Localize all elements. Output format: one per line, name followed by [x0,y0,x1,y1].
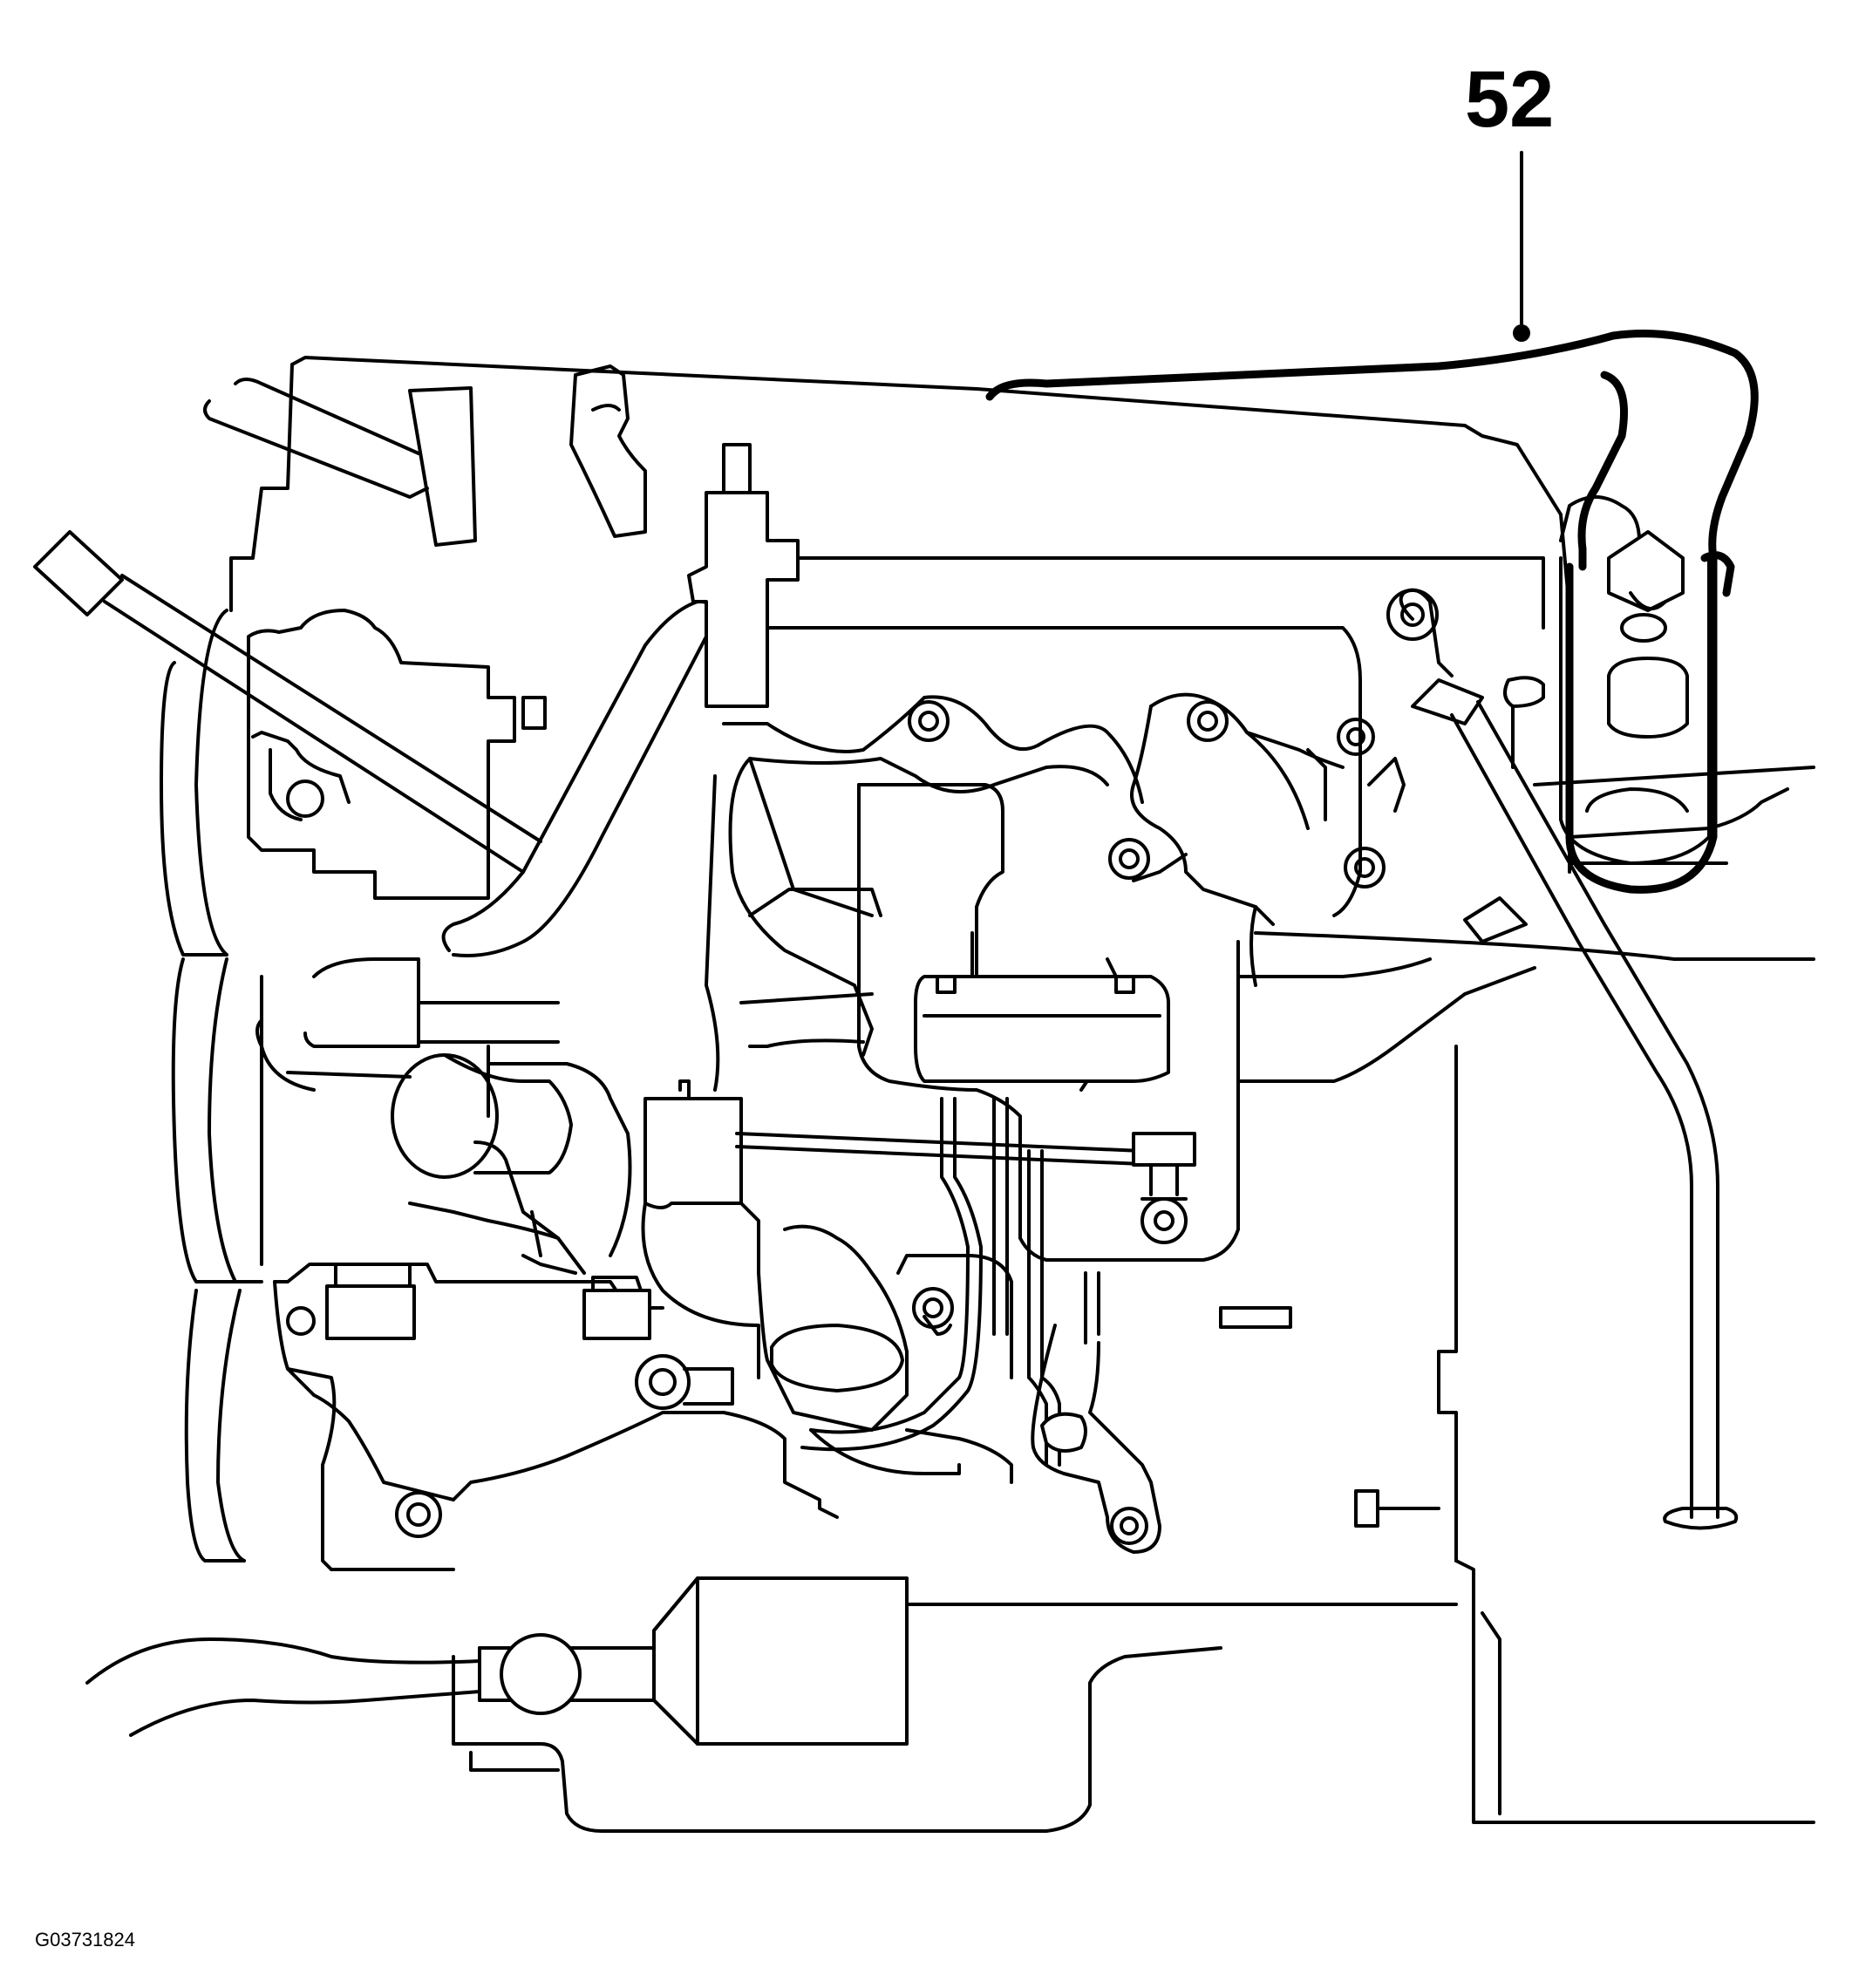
ac-compressor [255,957,632,1275]
exhaust-manifold [705,692,1386,1092]
front-pulleys [160,609,263,1562]
mount-bracket [1031,1271,1292,1554]
dipstick-left [33,530,542,874]
catalytic-converter [85,1576,909,1746]
component-52 [985,151,1759,894]
connectors-lower [325,1263,1440,1528]
figure-id: G03731824 [35,1929,135,1951]
breather-hoses [203,364,647,547]
alternator [247,609,547,900]
engine-outline [229,356,1815,1833]
oil-feed-lines [800,1097,1061,1467]
callout-leader-dot [1513,324,1530,342]
temperature-sensor [687,443,800,708]
egr-pipes [735,1132,1196,1244]
callout-number-52: 52 [1465,55,1554,144]
turbo-housing [857,783,1240,1262]
block-right-details [1306,705,1515,821]
dipstick-tube-right [1386,588,1739,1530]
intake-hose [441,600,725,957]
